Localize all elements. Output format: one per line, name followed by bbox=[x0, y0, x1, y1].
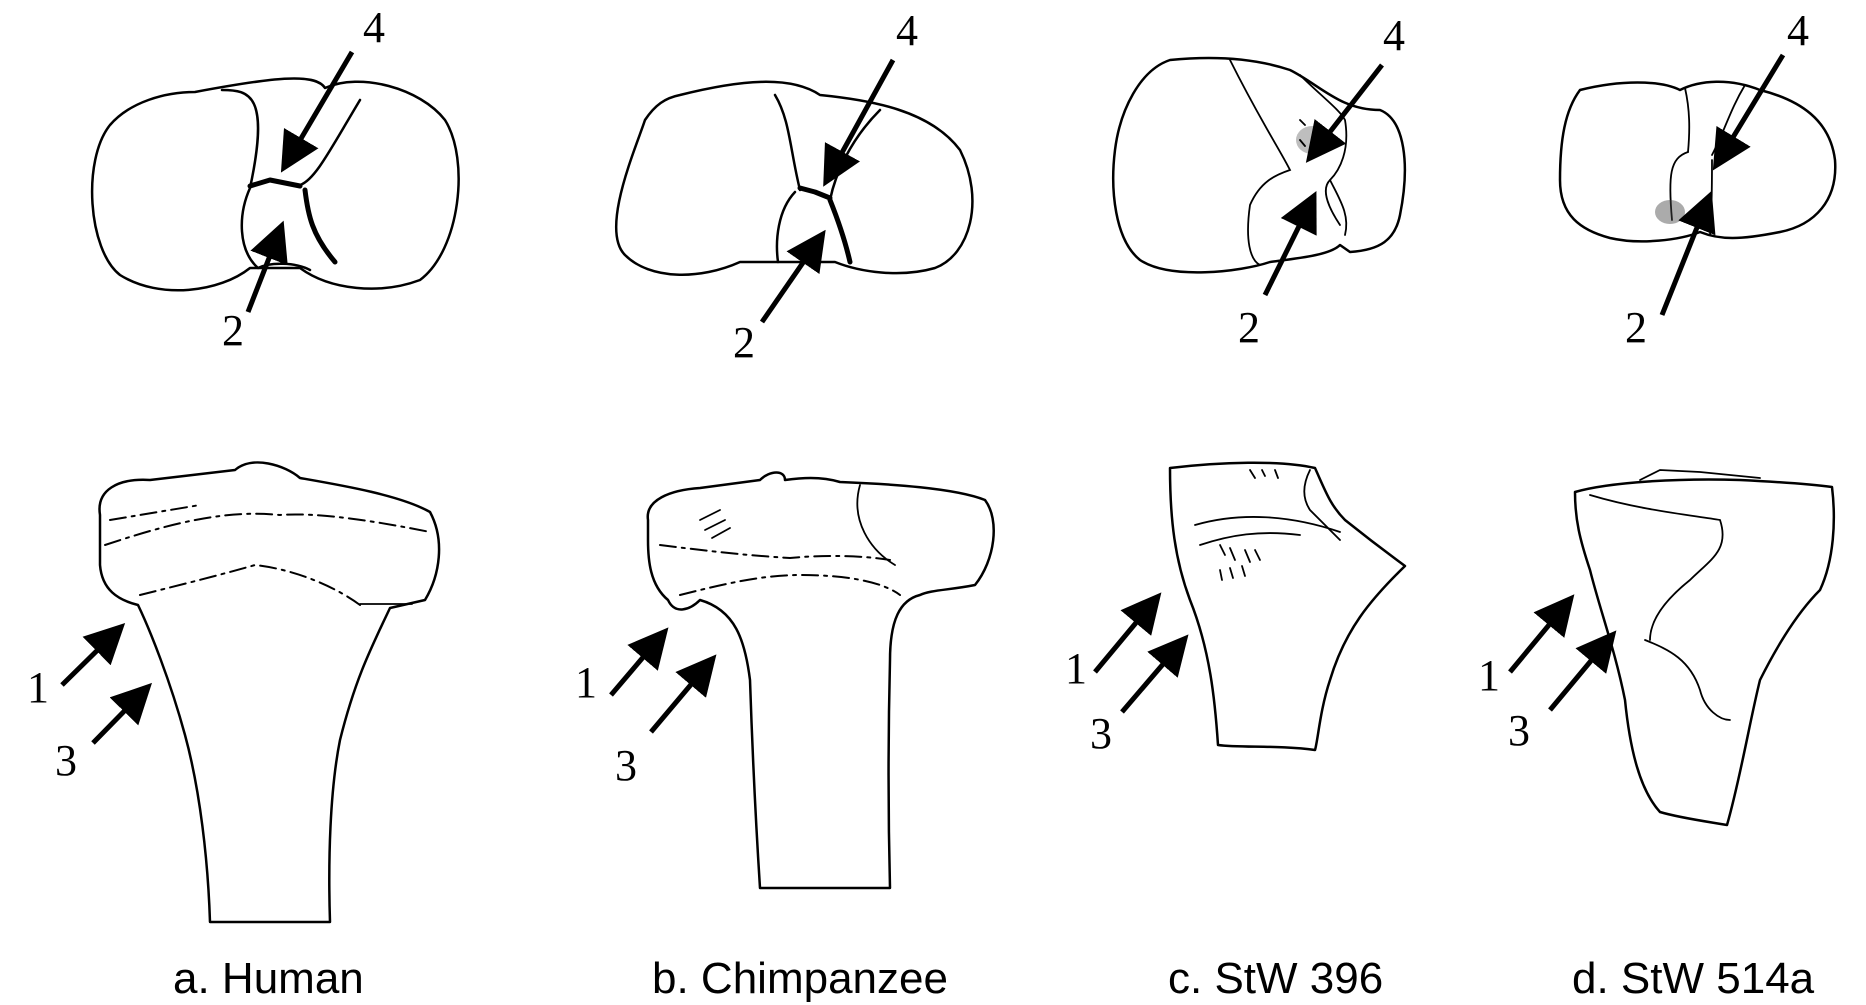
panel-c-arrow-2 bbox=[1262, 191, 1317, 297]
panel-d-caption: d. StW 514a bbox=[1572, 954, 1815, 1003]
panel-c-arrow-4 bbox=[1305, 63, 1384, 163]
panel-d-anterior-view bbox=[1573, 469, 1836, 827]
panel-b-caption: b. Chimpanzee bbox=[652, 954, 948, 1003]
panel-a-arrow-2 bbox=[245, 220, 288, 313]
panel-b-arrow-2 bbox=[759, 229, 826, 324]
panel-d-label-2: 2 bbox=[1625, 303, 1647, 352]
panel-b-arrow-3 bbox=[649, 654, 717, 734]
panel-b-proximal-view bbox=[614, 80, 974, 276]
panel-d-label-4: 4 bbox=[1787, 6, 1809, 55]
panel-b-label-4: 4 bbox=[896, 6, 918, 55]
panel-a-arrow-1 bbox=[60, 622, 126, 687]
panel-b-arrow-1 bbox=[609, 627, 669, 697]
panel-a-label-1: 1 bbox=[27, 663, 49, 712]
panel-b-arrow-4 bbox=[823, 58, 896, 187]
panel-c-arrow-1 bbox=[1093, 592, 1162, 674]
panel-c-arrow-3 bbox=[1120, 634, 1189, 714]
panel-d-arrow-2 bbox=[1659, 190, 1716, 316]
panel-b-label-3: 3 bbox=[615, 741, 637, 790]
panel-a-arrow-4 bbox=[280, 50, 355, 173]
panel-b-anterior-view bbox=[646, 471, 995, 890]
panel-a-arrow-3 bbox=[91, 682, 153, 745]
panel-c-label-2: 2 bbox=[1238, 303, 1260, 352]
panel-a: 4 2 1 3 a. Human bbox=[27, 3, 460, 1003]
panel-a-label-3: 3 bbox=[55, 736, 77, 785]
panel-a-proximal-view bbox=[90, 77, 460, 292]
panel-b-label-2: 2 bbox=[733, 318, 755, 367]
panel-a-label-2: 2 bbox=[222, 306, 244, 355]
panel-a-label-4: 4 bbox=[363, 3, 385, 52]
panel-b: 4 2 1 3 b. Chimpanzee bbox=[575, 6, 995, 1003]
panel-b-label-1: 1 bbox=[575, 658, 597, 707]
panel-c-label-3: 3 bbox=[1090, 709, 1112, 758]
panel-c-caption: c. StW 396 bbox=[1168, 954, 1383, 1003]
panel-a-caption: a. Human bbox=[173, 954, 364, 1003]
panel-c: 4 2 1 3 c. StW 396 bbox=[1065, 11, 1407, 1003]
panel-d-arrow-4 bbox=[1712, 53, 1786, 171]
panel-d-label-1: 1 bbox=[1478, 651, 1500, 700]
panel-a-anterior-view bbox=[98, 461, 441, 924]
panel-d-proximal-view bbox=[1558, 80, 1837, 243]
panel-d: 4 2 1 3 d. StW 514a bbox=[1478, 6, 1837, 1003]
panel-d-arrow-3 bbox=[1548, 630, 1617, 712]
panel-d-label-3: 3 bbox=[1508, 706, 1530, 755]
panel-c-label-1: 1 bbox=[1065, 644, 1087, 693]
panel-c-anterior-view bbox=[1168, 461, 1407, 752]
panel-d-arrow-1 bbox=[1508, 594, 1575, 674]
panel-c-label-4: 4 bbox=[1383, 11, 1405, 60]
